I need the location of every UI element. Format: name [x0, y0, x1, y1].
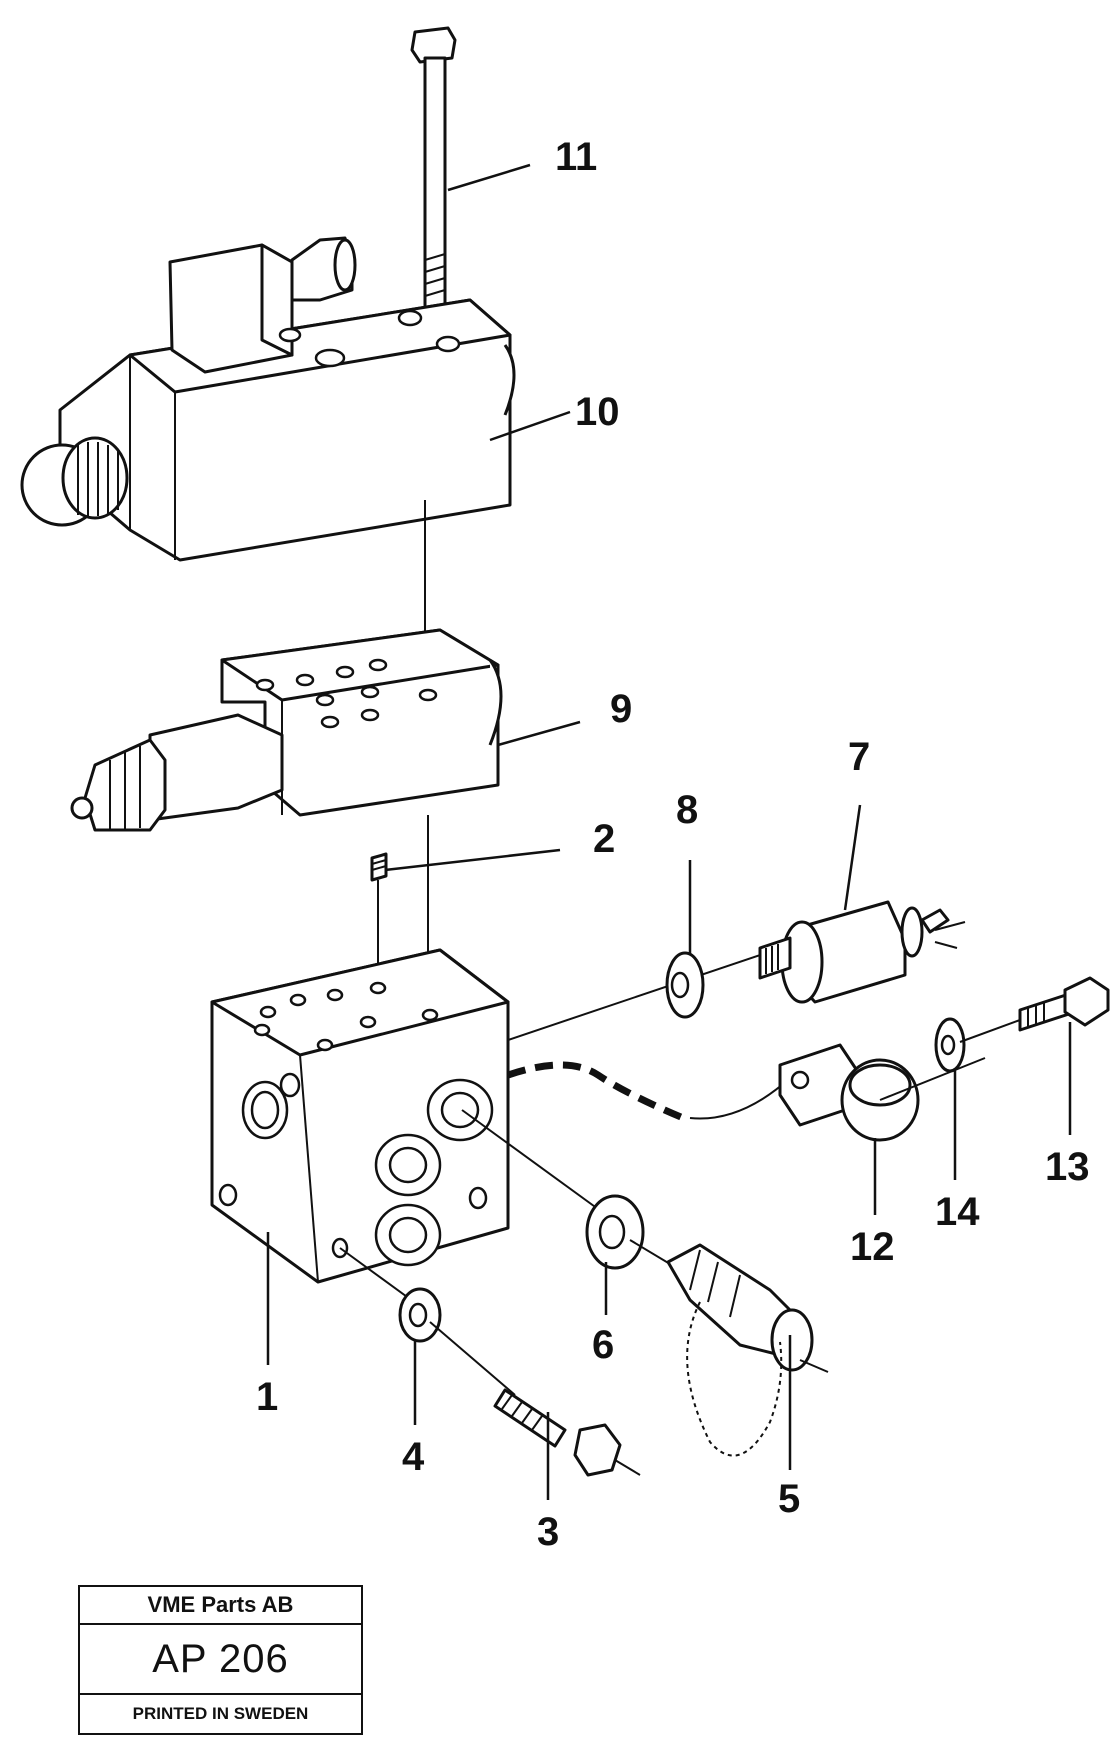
- part-4-washer: [339, 1247, 516, 1396]
- title-block-company: VME Parts AB: [80, 1587, 361, 1625]
- part-5-test-nipple: [666, 1243, 829, 1457]
- callout-11: 11: [555, 135, 597, 179]
- callout-7: 7: [848, 735, 870, 779]
- part-10-solenoid-valve: [20, 236, 516, 562]
- part-3-bolt: [493, 1388, 641, 1477]
- part-2-orifice: [370, 852, 388, 882]
- part-12-clamp: [506, 1043, 986, 1142]
- callout-10: 10: [575, 390, 620, 434]
- callout-8: 8: [676, 788, 698, 832]
- part-1-housing: [210, 948, 510, 1284]
- callout-13: 13: [1045, 1145, 1090, 1189]
- callout-1: 1: [256, 1375, 278, 1419]
- title-block-drawing-code: AP 206: [80, 1625, 361, 1695]
- callout-2: 2: [593, 817, 615, 861]
- part-13-bolt: [1018, 976, 1110, 1032]
- part-9-valve-block: [70, 628, 503, 832]
- callout-5: 5: [778, 1477, 800, 1521]
- part-8-washer: [665, 951, 705, 1019]
- callout-14: 14: [935, 1190, 980, 1234]
- title-block: VME Parts AB AP 206 PRINTED IN SWEDEN: [78, 1585, 363, 1735]
- callout-12: 12: [850, 1225, 895, 1269]
- part-11-bolt: [410, 26, 457, 310]
- part-7-pressure-sensor: [507, 900, 966, 1041]
- callout-3: 3: [537, 1510, 559, 1554]
- callout-9: 9: [610, 687, 632, 731]
- part-14-washer: [934, 1017, 1021, 1073]
- title-block-printed-in: PRINTED IN SWEDEN: [132, 1704, 309, 1723]
- callout-4: 4: [402, 1435, 425, 1479]
- callout-6: 6: [592, 1323, 614, 1367]
- leader-lines: [266, 163, 1072, 1500]
